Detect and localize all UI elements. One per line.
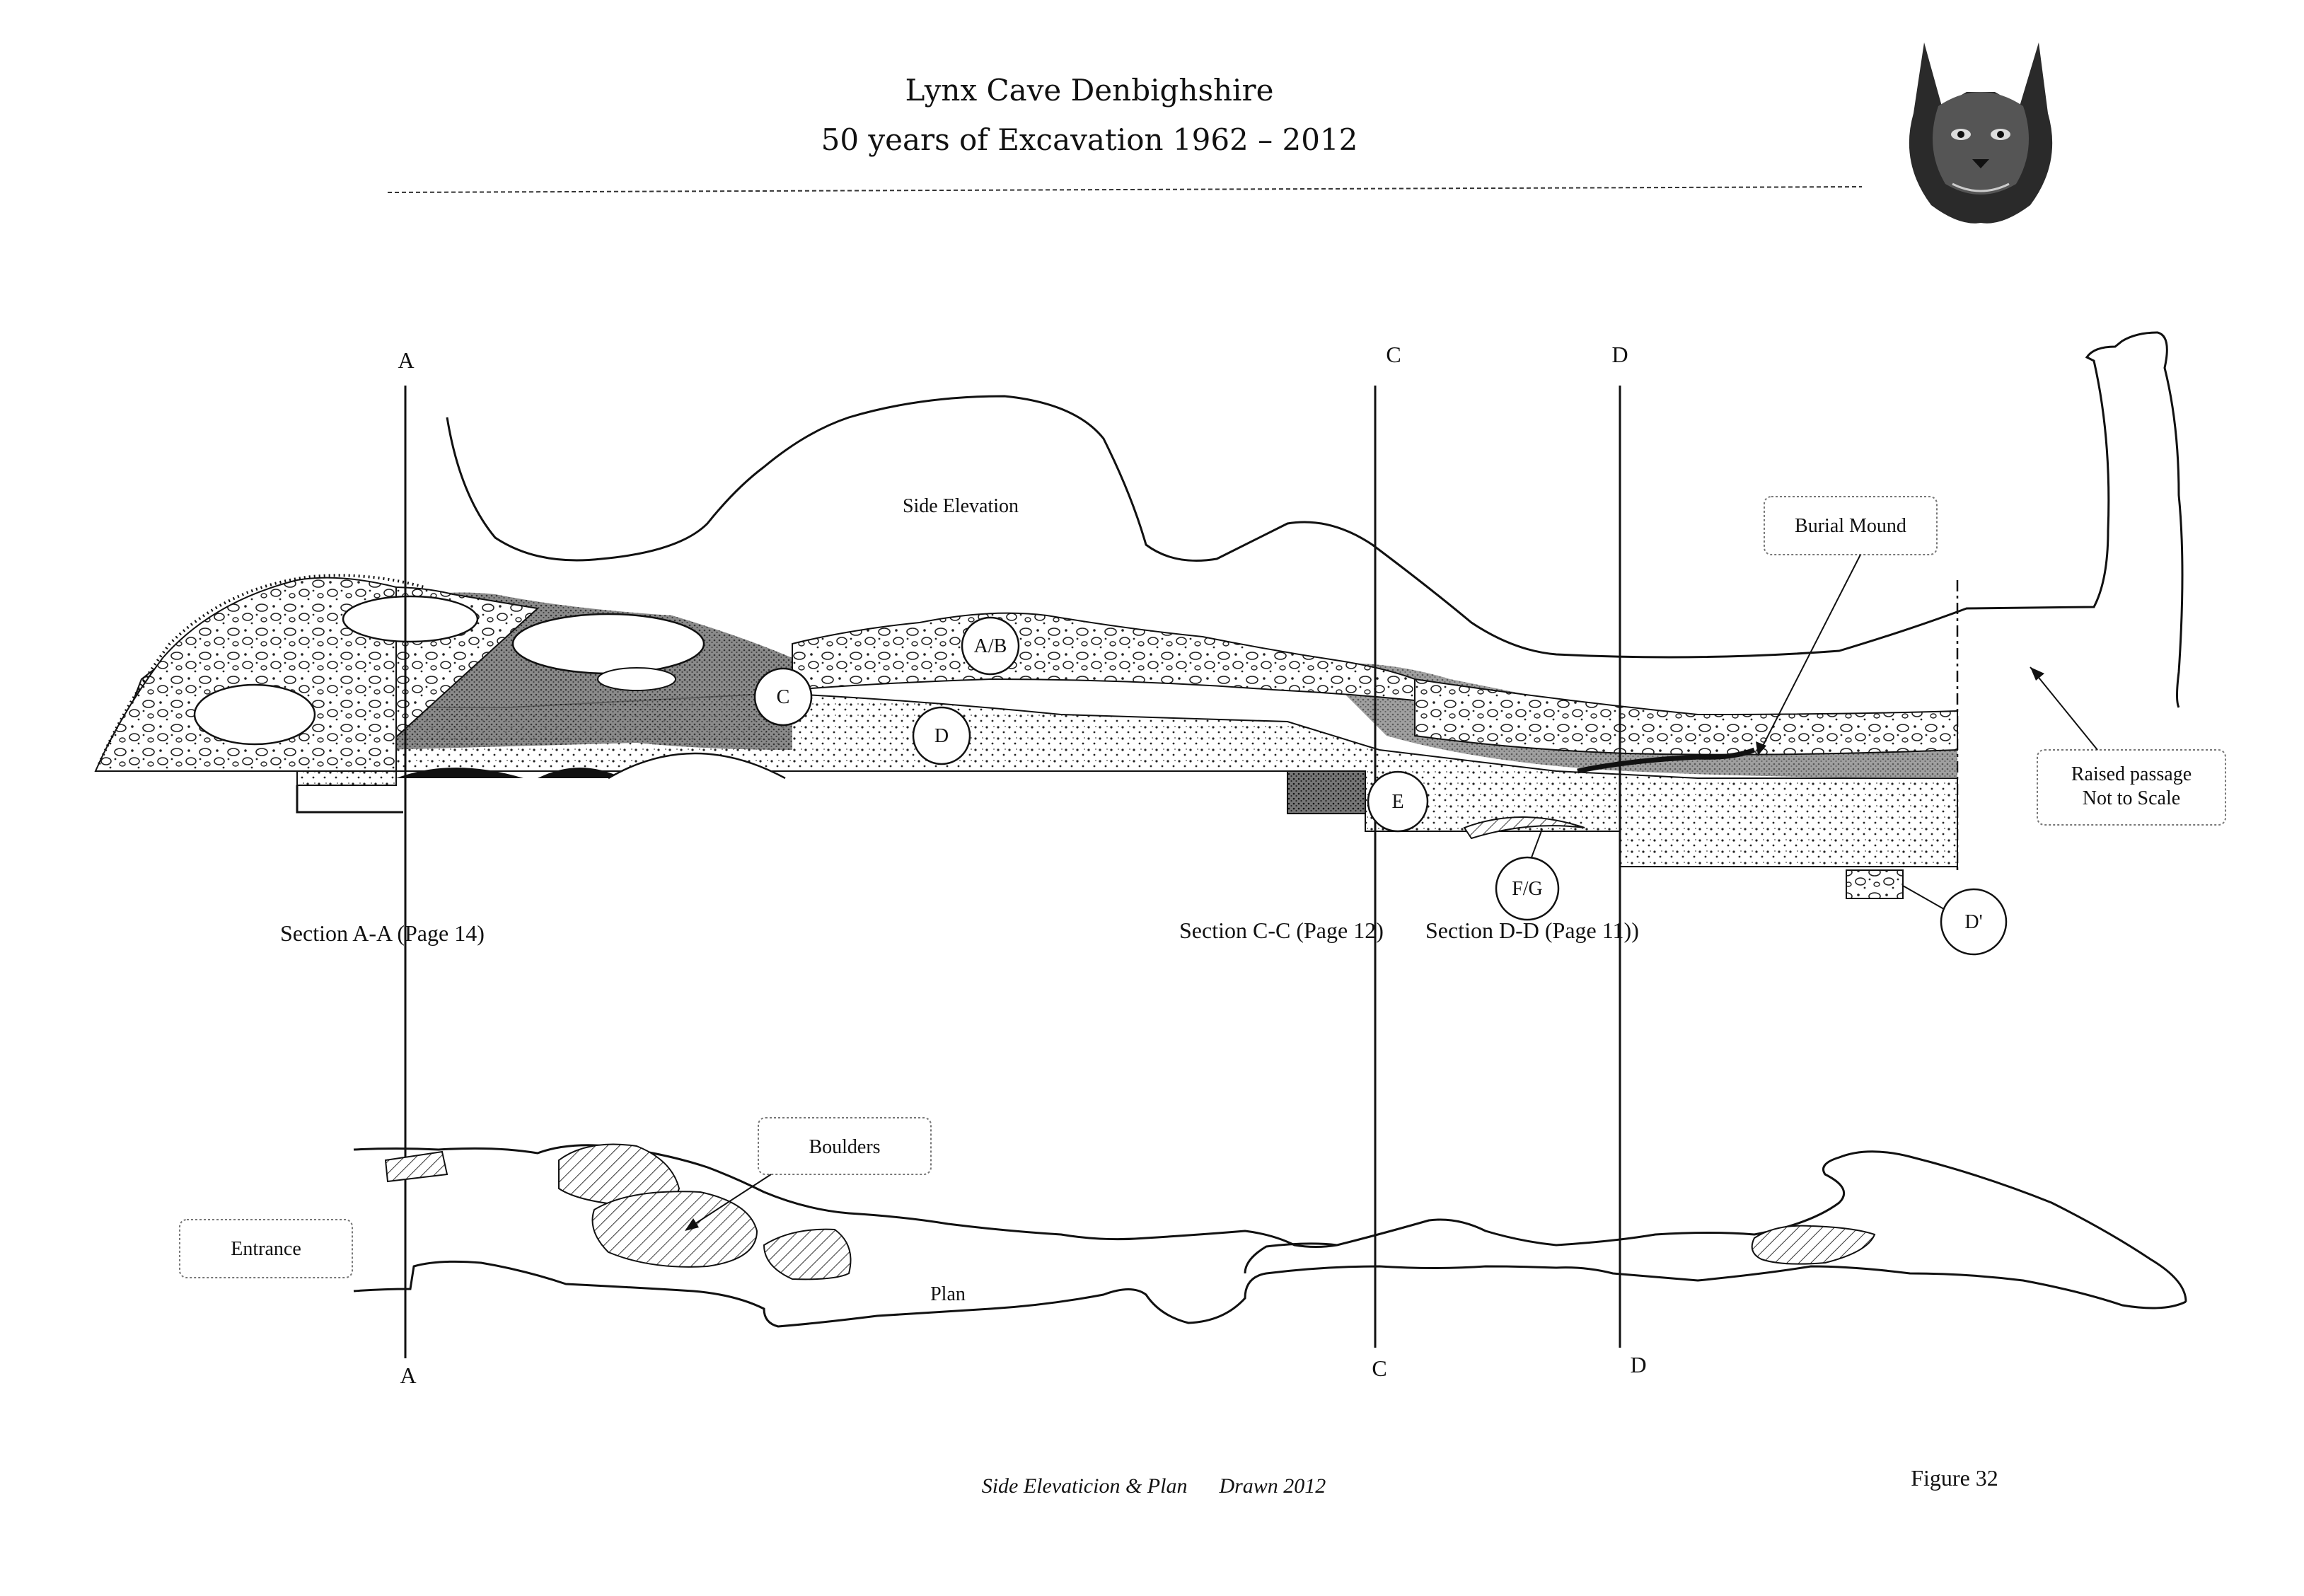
- plan-boulder-5: [1751, 1225, 1876, 1265]
- figure-number: Figure 32: [1911, 1465, 1998, 1491]
- burial-mound-leader: [1757, 554, 1861, 756]
- plan-outline-top: [353, 1144, 2187, 1302]
- side-elevation-label: Side Elevation: [903, 495, 1019, 517]
- marker-d-prime: D': [1940, 888, 2008, 956]
- title-line-1: Lynx Cave Denbighshire: [905, 73, 1274, 108]
- sediment-fill: [94, 574, 1958, 899]
- boulders-leader: [685, 1174, 772, 1230]
- header-dashed-rule: [387, 186, 1863, 193]
- svg-text:D': D': [1964, 911, 1982, 933]
- drawing-caption: Side Elevaticion & Plan Drawn 2012: [982, 1474, 1326, 1498]
- section-aa-label: Section A-A (Page 14): [280, 920, 485, 946]
- marker-ab: A/B: [961, 616, 1020, 676]
- svg-text:C: C: [777, 686, 790, 708]
- section-c-top-letter: C: [1386, 342, 1401, 367]
- entrance-callout: [179, 1219, 353, 1278]
- raised-passage-line-2: Not to Scale: [2083, 787, 2180, 809]
- section-d-bottom-letter: D: [1630, 1352, 1646, 1377]
- svg-text:E: E: [1391, 791, 1403, 813]
- boulders-label: Boulders: [809, 1136, 880, 1158]
- raised-passage-line-1: Raised passage: [2071, 763, 2192, 785]
- boulders-callout: [758, 1117, 932, 1175]
- burial-mound-label: Burial Mound: [1795, 515, 1906, 537]
- section-c-bottom-letter: C: [1372, 1355, 1387, 1381]
- section-dd-label: Section D-D (Page 11)): [1425, 918, 1639, 943]
- lynx-head-icon: [1909, 42, 2053, 224]
- svg-text:F/G: F/G: [1512, 878, 1543, 900]
- plan-boulder-4: [763, 1228, 852, 1280]
- marker-fg: F/G: [1495, 856, 1560, 921]
- svg-text:A/B: A/B: [974, 635, 1007, 657]
- section-cc-label: Section C-C (Page 12): [1179, 918, 1384, 943]
- raised-passage-callout: [2037, 749, 2226, 826]
- title-line-2: 50 years of Excavation 1962 – 2012: [821, 122, 1358, 157]
- plan-boulder-2: [558, 1143, 681, 1208]
- section-a-top-letter: A: [398, 347, 414, 373]
- marker-d: D: [912, 706, 971, 765]
- burial-mound-callout: [1764, 496, 1938, 555]
- cave-roof-outline: [446, 331, 2184, 708]
- marker-c: C: [753, 667, 813, 727]
- marker-e: E: [1367, 770, 1429, 833]
- raised-passage-leader: [2030, 666, 2098, 751]
- svg-text:D: D: [934, 725, 949, 747]
- plan-boulder-3: [591, 1191, 758, 1268]
- plan-label: Plan: [930, 1283, 966, 1305]
- section-a-bottom-letter: A: [400, 1363, 416, 1388]
- section-d-top-letter: D: [1611, 342, 1628, 367]
- plan-outline-bottom: [353, 1242, 2187, 1328]
- plan-boulder-1: [384, 1150, 448, 1183]
- entrance-label: Entrance: [231, 1238, 301, 1260]
